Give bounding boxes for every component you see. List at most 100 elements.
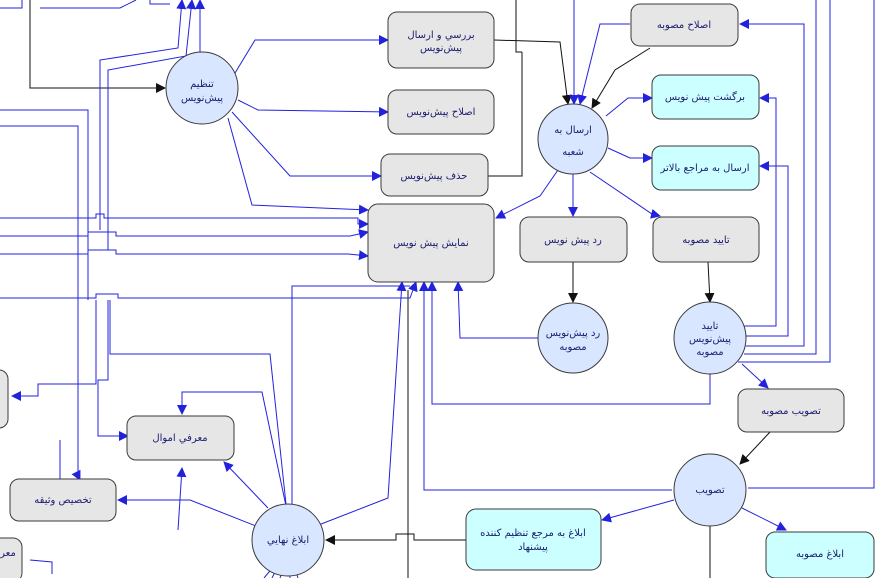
edge: [704, 261, 715, 303]
edge: [577, 23, 630, 105]
node-namayesh[interactable]: نمايش پيش نويس: [367, 203, 495, 283]
node-label: رد پيش‌نويس: [546, 328, 601, 339]
node-label: حذف پيش‌نويس: [400, 171, 467, 182]
edge: [605, 93, 653, 117]
node-ersal-maraje[interactable]: ارسال به مراجع بالاتر: [651, 145, 760, 191]
edge: [117, 495, 257, 527]
edge: [601, 499, 675, 523]
edge: [0, 281, 418, 299]
edge: [0, 229, 369, 239]
node-label: تخصيص وثيقه: [34, 495, 92, 506]
edge: [744, 93, 777, 327]
edge: [0, 109, 89, 300]
node-label: برگشت پيش نويس: [665, 91, 745, 103]
node-label: معر: [0, 548, 16, 559]
edge: [29, 559, 53, 574]
edge: [227, 117, 369, 215]
edge: [607, 147, 653, 163]
node-ablagh-nahaei[interactable]: ابلاغ نهايي: [251, 503, 325, 577]
edge: [325, 533, 466, 545]
node-ablagh-mosavabe[interactable]: ابلاغ مصوبه: [765, 531, 875, 578]
edge: [176, 467, 187, 531]
edge: [744, 0, 817, 355]
node-label: نمايش پيش نويس: [393, 238, 469, 249]
node-eslah-mosavabe[interactable]: اصلاح مصوبه: [630, 3, 739, 47]
edge: [741, 363, 769, 389]
node-label: پيشنهاد: [518, 542, 548, 553]
node-taeid-mosavabe[interactable]: تاييد مصوبه: [652, 216, 760, 263]
node-label: تاييد: [702, 321, 719, 332]
edge: [11, 300, 97, 401]
edge: [99, 0, 187, 230]
node-partial-left[interactable]: [0, 369, 9, 429]
edge: [0, 0, 23, 9]
node-label: ابلاغ مصوبه: [796, 549, 844, 560]
edge: [97, 300, 129, 441]
edge: [738, 0, 831, 363]
node-label: مصوبه: [696, 347, 723, 358]
edge: [0, 125, 81, 481]
node-bargasht[interactable]: برگشت پيش نويس: [651, 74, 760, 120]
node-rad-pish[interactable]: رد پيش نويس: [519, 216, 628, 263]
edge: [739, 431, 771, 465]
node-label: پيش‌نويس: [689, 334, 731, 345]
edge: [109, 300, 287, 505]
edge: [748, 0, 875, 489]
node-label: ارسال به مراجع بالاتر: [660, 163, 750, 174]
node-label: مصوبه: [559, 342, 586, 353]
node-label: اصلاح مصوبه: [657, 20, 711, 31]
edge: [741, 507, 787, 531]
node-hazf[interactable]: حذف پيش‌نويس: [380, 153, 489, 197]
edge: [0, 249, 369, 261]
node-moarefi[interactable]: معرفي اموال: [126, 415, 235, 461]
node-label: پيش‌نويس: [181, 93, 223, 104]
edge: [231, 111, 382, 181]
edge: [40, 0, 137, 9]
node-label: تنظيم: [190, 79, 214, 90]
edge: [419, 281, 672, 491]
edge: [177, 391, 287, 507]
node-taeid-pish[interactable]: تاييد پيش‌نويس مصوبه: [673, 301, 747, 375]
edge: [739, 19, 805, 347]
edge: [427, 281, 711, 405]
edge: [29, 0, 166, 93]
node-ablagh-marja[interactable]: ابلاغ به مرجع تنظيم كننده پيشنهاد: [465, 508, 602, 571]
node-label: تاييد مصوبه: [682, 235, 730, 246]
node-label: بررسي و ارسال: [407, 30, 474, 41]
node-label: رد پيش نويس: [544, 235, 602, 246]
node-partial-bottom-left[interactable]: معر: [0, 537, 23, 578]
edge: [291, 285, 410, 504]
edge: [746, 161, 789, 337]
node-label: تصويب: [695, 485, 724, 496]
edge: [495, 169, 559, 219]
node-label: اصلاح پيش‌نويس: [407, 107, 476, 118]
node-label: ابلاغ نهايي: [267, 535, 309, 546]
node-ersal-shobe[interactable]: ارسال به شعبه: [537, 103, 609, 175]
node-tanzim[interactable]: تنظيم پيش‌نويس: [165, 51, 239, 125]
node-takhsis[interactable]: تخصيص وثيقه: [9, 478, 117, 522]
edge: [223, 461, 269, 509]
node-label: ارسال به: [554, 125, 592, 136]
edge: [453, 281, 538, 339]
edge: [488, 52, 523, 177]
node-label: پيش‌نويس: [420, 43, 462, 54]
node-label: معرفي اموال: [152, 433, 207, 444]
edge: [231, 35, 389, 79]
edge: [315, 281, 407, 527]
edge: [0, 213, 369, 229]
node-tasvib[interactable]: تصويب: [673, 453, 747, 527]
node-label: تصويب مصوبه: [761, 406, 821, 417]
node-label: شعبه: [562, 147, 584, 158]
node-tasvib-mosavabe[interactable]: تصويب مصوبه: [737, 388, 845, 433]
node-rad-mosavabe[interactable]: رد پيش‌نويس مصوبه: [537, 302, 609, 374]
edge: [493, 39, 572, 105]
node-eslah-pish[interactable]: اصلاح پيش‌نويس: [387, 89, 495, 135]
edge: [591, 47, 651, 109]
edge: [149, 0, 170, 5]
edge: [515, 0, 522, 53]
edge: [107, 0, 197, 250]
node-barresi[interactable]: بررسي و ارسال پيش‌نويس: [387, 11, 495, 69]
edge: [589, 171, 661, 219]
edge: [237, 99, 389, 117]
